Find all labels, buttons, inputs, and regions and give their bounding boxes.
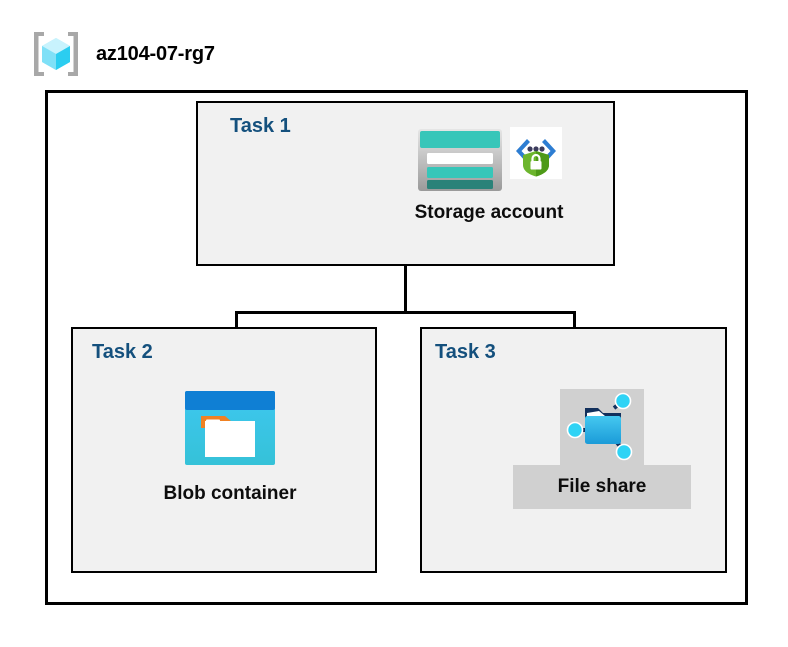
resource-group-header: az104-07-rg7 — [30, 28, 215, 80]
file-share-caption: File share — [557, 476, 647, 497]
file-share-node[interactable]: File share — [512, 389, 692, 509]
connector-horizontal-bus — [235, 311, 576, 314]
storage-account-caption: Storage account — [414, 202, 564, 223]
task-1-label: Task 1 — [230, 115, 291, 137]
resource-group-cube-icon — [34, 32, 78, 76]
task-2-label: Task 2 — [92, 341, 153, 363]
blob-container-icon — [185, 391, 275, 465]
blob-container-node[interactable]: Blob container — [130, 391, 330, 505]
resource-group-name: az104-07-rg7 — [96, 42, 215, 65]
task-1-box: Task 1 — [196, 101, 615, 266]
storage-account-icon — [418, 129, 502, 191]
file-share-icon-highlight — [560, 389, 644, 465]
task-3-box: Task 3 — [420, 327, 727, 573]
secure-endpoint-shield-icon — [510, 127, 562, 179]
task-3-label: Task 3 — [435, 341, 496, 363]
blob-container-caption: Blob container — [163, 483, 297, 504]
file-share-icon — [566, 392, 633, 461]
storage-account-node[interactable]: Storage account — [344, 127, 634, 224]
task-2-box: Task 2 Blob container — [71, 327, 377, 573]
storage-account-icon-row — [416, 127, 562, 193]
file-share-caption-highlight: File share — [513, 465, 691, 509]
